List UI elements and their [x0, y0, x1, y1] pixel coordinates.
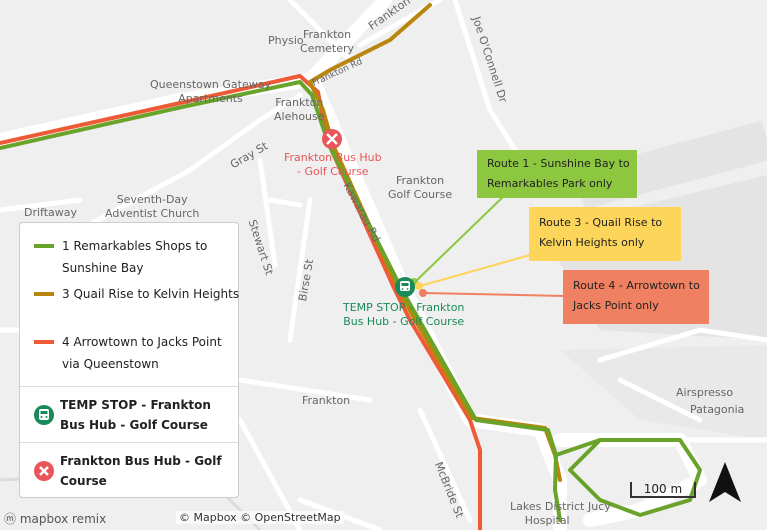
label-alehouse: Frankton Alehouse: [274, 96, 325, 123]
route-4-line: [0, 74, 482, 530]
bus-icon: [34, 405, 54, 425]
route-4-callout[interactable]: Route 4 - Arrowtown to Jacks Point only: [563, 270, 709, 324]
route-3-callout[interactable]: Route 3 - Quail Rise to Kelvin Heights o…: [529, 207, 681, 261]
route-4-swatch: [34, 340, 54, 344]
route-1-swatch: [34, 244, 54, 248]
label-frankton-golf: Frankton Golf Course: [388, 174, 453, 201]
route-1-callout[interactable]: Route 1 - Sunshine Bay to Remarkables Pa…: [477, 150, 637, 198]
label-frankton-cemetery: Frankton Cemetery: [300, 28, 355, 55]
legend-bus-hub-label: Frankton Bus Hub - Golf Course: [60, 454, 222, 488]
legend-route-4-label: 4 Arrowtown to Jacks Point via Queenstow…: [62, 335, 222, 371]
label-gateway: Queenstown Gateway Apartments: [150, 78, 271, 105]
label-physio: Physio: [268, 34, 304, 47]
label-lakes-district: Lakes District Hospital: [510, 500, 585, 527]
bus-hub-label[interactable]: Frankton Bus Hub - Golf Course: [284, 151, 382, 178]
scale-bar: 100 m: [630, 482, 696, 498]
label-airspresso: Airspresso: [676, 386, 734, 399]
north-arrow-icon[interactable]: [707, 460, 743, 504]
label-patagonia: Patagonia: [690, 403, 745, 416]
label-jucy: Jucy: [588, 500, 611, 513]
mapbox-icon: ⓜ: [4, 512, 17, 526]
label-driftaway: Driftaway: [24, 206, 78, 219]
route-1-line: [0, 80, 702, 522]
temp-stop-marker: [395, 277, 415, 297]
legend-divider: [20, 386, 238, 387]
map-legend: 1 Remarkables Shops to Sunshine Bay 3 Qu…: [19, 222, 239, 498]
map-attribution[interactable]: © Mapbox © OpenStreetMap: [176, 511, 344, 524]
legend-route-1-label: 1 Remarkables Shops to Sunshine Bay: [62, 239, 208, 275]
temp-stop-label[interactable]: TEMP STOP - Frankton Bus Hub - Golf Cour…: [343, 301, 465, 328]
legend-divider: [20, 442, 238, 443]
legend-temp-stop-label: TEMP STOP - Frankton Bus Hub - Golf Cour…: [60, 398, 211, 432]
mapbox-logo[interactable]: ⓜ mapbox remix: [4, 510, 106, 527]
legend-route-3-label: 3 Quail Rise to Kelvin Heights: [62, 287, 240, 301]
bus-hub-marker: [322, 129, 342, 149]
close-icon: [34, 461, 54, 481]
route-3-swatch: [34, 292, 54, 296]
logos-text: mapbox remix: [19, 512, 107, 526]
label-frankton: Frankton: [302, 394, 351, 407]
